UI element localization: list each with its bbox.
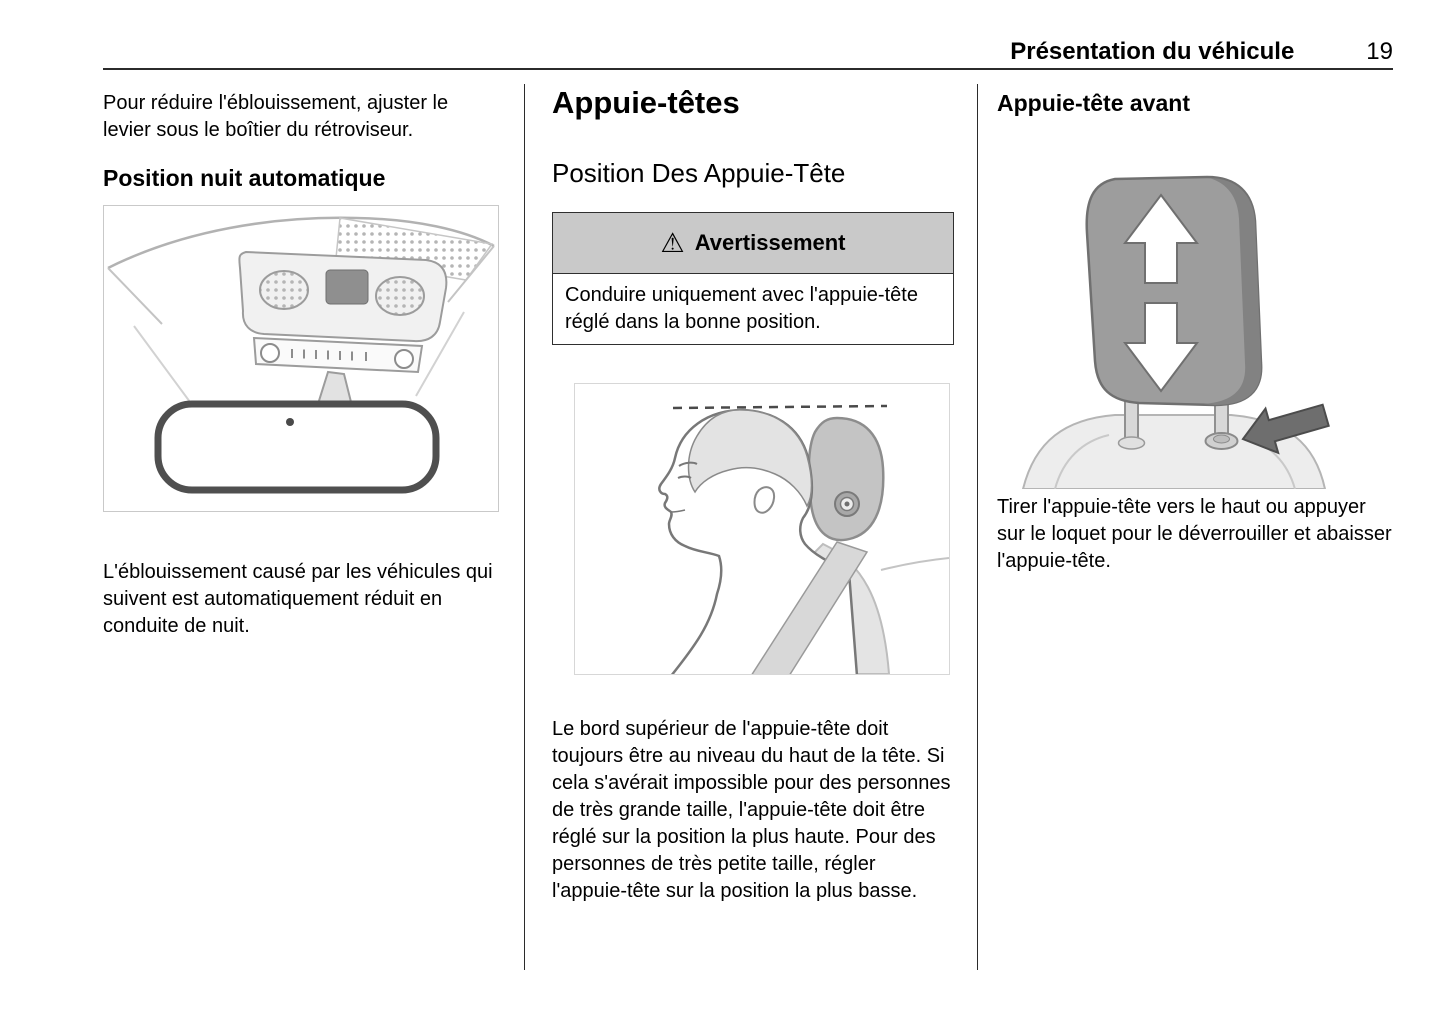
front-headrest-illustration	[1021, 175, 1330, 489]
headliner-curve	[107, 216, 495, 270]
column-divider	[524, 84, 525, 970]
warning-box: ⚠ Avertissement Conduire uniquement avec…	[552, 212, 954, 345]
eye	[677, 475, 692, 479]
header-rule	[103, 68, 1393, 70]
front-headrest-heading: Appuie-tête avant	[997, 90, 1190, 116]
headrest	[807, 416, 885, 542]
column-right: Appuie-tête avant	[997, 84, 1395, 595]
ear	[753, 486, 776, 514]
headrest-position-paragraph: Le bord supérieur de l'appuie-tête doit …	[552, 718, 951, 902]
mirror-illustration	[107, 216, 495, 494]
headrest-position-subtitle: Position Des Appuie-Tête	[552, 158, 846, 188]
headrest-position-illustration	[658, 404, 949, 674]
mouth	[670, 509, 686, 513]
chapter-title: Présentation du véhicule	[1010, 38, 1295, 65]
headrest-pivot-center	[844, 501, 850, 507]
post-collar-left	[1117, 436, 1146, 450]
column-left: Pour réduire l'éblouissement, ajuster le…	[103, 84, 499, 660]
seat-belt	[751, 541, 869, 674]
console-light-right	[375, 276, 425, 316]
pillar-lines	[107, 245, 495, 325]
mirror-sensor-dot	[286, 418, 294, 426]
console-display	[325, 269, 369, 305]
page-number: 19	[1366, 38, 1393, 65]
seat-seam-left	[1054, 434, 1110, 489]
seat-top-edge	[880, 557, 949, 571]
glare-intro-paragraph: Pour réduire l'éblouissement, ajuster le…	[103, 92, 449, 141]
headrests-title: Appuie-têtes	[552, 85, 740, 120]
head-level-dashed-line	[672, 404, 888, 410]
warning-header: ⚠ Avertissement	[553, 213, 953, 274]
warning-icon: ⚠	[660, 227, 685, 259]
control-strip	[252, 336, 424, 374]
mirror-figure	[103, 205, 499, 512]
column-middle: Appuie-têtes Position Des Appuie-Tête ⚠ …	[552, 84, 954, 925]
front-headrest-paragraph: Tirer l'appuie-tête vers le haut ou appu…	[997, 496, 1392, 572]
front-headrest-shading	[1203, 178, 1262, 405]
hair	[687, 409, 813, 508]
front-headrest-figure	[999, 167, 1334, 489]
columns: Pour réduire l'éblouissement, ajuster le…	[103, 84, 1395, 970]
auto-night-heading: Position nuit automatique	[103, 165, 386, 191]
headrest-position-figure	[574, 383, 950, 675]
down-arrow-icon	[1123, 302, 1199, 393]
rearview-mirror	[154, 400, 440, 494]
windshield-lines	[133, 311, 465, 403]
column-divider	[977, 84, 978, 970]
console-light-left	[259, 270, 309, 310]
page-header: Présentation du véhicule 19	[103, 38, 1393, 66]
control-icons	[291, 349, 367, 361]
warning-label: Avertissement	[694, 230, 846, 255]
warning-body-text: Conduire uniquement avec l'appuie-tête r…	[553, 274, 953, 344]
control-button-left	[260, 343, 280, 363]
up-arrow-icon	[1123, 193, 1199, 284]
latch-button	[1213, 434, 1230, 444]
eyebrow	[678, 461, 698, 467]
latch-pointer-arrow	[1241, 403, 1330, 455]
glare-body-paragraph: L'éblouissement causé par les véhicules …	[103, 561, 493, 637]
control-button-right	[394, 349, 414, 369]
